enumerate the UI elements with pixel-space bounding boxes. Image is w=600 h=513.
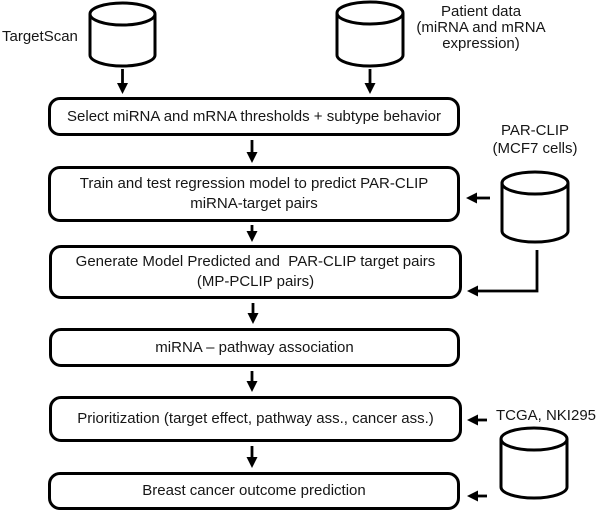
arrow-down-targetscan-to-select xyxy=(117,69,128,94)
label-targetscan: TargetScan xyxy=(2,28,78,45)
arrow-elbow-parclip-to-generate xyxy=(467,250,539,297)
arrow-left-tcga-to-prioritization xyxy=(467,414,487,426)
step-pathway-association: miRNA – pathway association xyxy=(49,328,460,367)
arrow-down-prioritization-to-outcome xyxy=(246,446,258,468)
label-par-clip: PAR-CLIP (MCF7 cells) xyxy=(492,122,578,157)
database-icon-patient-data xyxy=(335,0,405,68)
arrow-down-select-to-train xyxy=(246,140,258,163)
label-tcga-nki295: TCGA, NKI295 xyxy=(495,407,597,424)
step-prioritization: Prioritization (target effect, pathway a… xyxy=(49,396,462,442)
step-train-test-model: Train and test regression model to predi… xyxy=(48,166,460,222)
arrow-down-train-to-generate xyxy=(246,225,258,242)
arrow-down-generate-to-pathway xyxy=(247,303,259,324)
database-icon-par-clip xyxy=(500,170,570,244)
step-select-thresholds: Select miRNA and mRNA thresholds + subty… xyxy=(48,97,460,136)
label-patient-data: Patient data (miRNA and mRNA expression) xyxy=(416,3,546,52)
step-generate-pairs: Generate Model Predicted and PAR-CLIP ta… xyxy=(49,245,462,299)
database-icon-targetscan xyxy=(88,1,157,68)
arrow-left-parclip-to-train xyxy=(466,192,490,204)
arrow-left-tcga-to-outcome xyxy=(467,490,487,502)
arrow-down-patient-to-select xyxy=(364,69,376,94)
step-outcome-prediction: Breast cancer outcome prediction xyxy=(48,472,460,510)
arrow-down-pathway-to-prioritization xyxy=(246,371,258,392)
database-icon-tcga-nki295 xyxy=(499,426,569,500)
